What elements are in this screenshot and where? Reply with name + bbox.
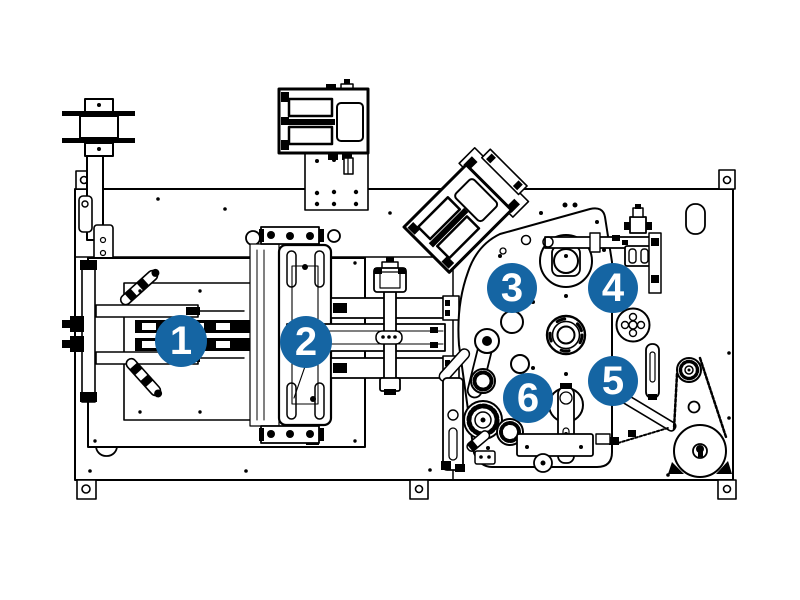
callout-2-label: 2 [294,320,318,364]
callout-5: 5 [588,356,638,406]
callout-1: 1 [155,315,207,367]
toggle-clamp-lower [125,357,163,398]
callout-6-label: 6 [516,376,540,420]
belt [672,372,679,431]
callout-5-label: 5 [601,359,625,403]
cross-actuator [373,257,407,395]
callout-1-label: 1 [169,319,193,363]
toggle-clamp-upper [119,268,160,306]
callout-4-label: 4 [601,266,625,310]
label-reel-spool [62,98,135,272]
callout-3-label: 3 [500,266,524,310]
callout-6: 6 [503,373,553,423]
drive-pulley-small [676,357,702,383]
applicator-roller [615,307,651,343]
drive-pulley-large [668,424,732,478]
mounting-tab [75,169,737,500]
angled-drive-motor [402,147,530,274]
callout-3: 3 [487,263,537,313]
side-clamp-tabs [62,316,84,352]
callout-4: 4 [588,263,638,313]
drive-motor [277,79,370,211]
drive-gear [545,314,587,356]
rewind-disc [539,234,593,288]
callout-2: 2 [280,316,332,368]
motor-mount-plate [304,151,369,211]
head-arm [542,204,654,267]
roller-cluster [438,328,594,473]
